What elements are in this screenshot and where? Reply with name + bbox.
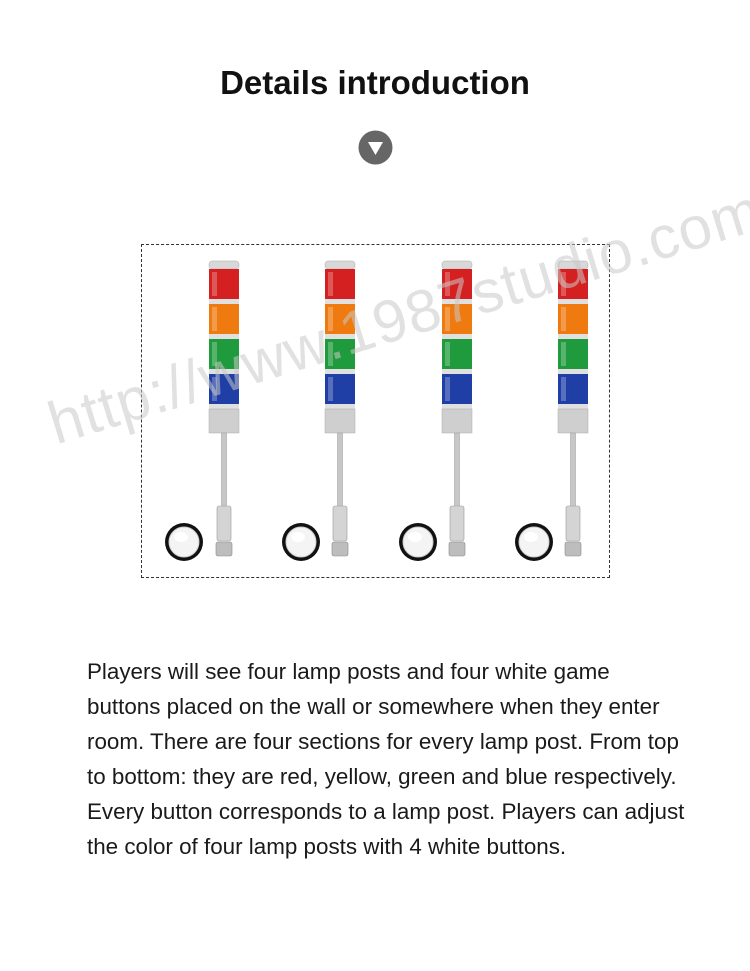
lamp-section-green bbox=[209, 339, 239, 369]
lamp-section-green bbox=[442, 339, 472, 369]
lamp-section-green bbox=[325, 339, 355, 369]
lamp-section-green bbox=[558, 339, 588, 369]
page-title: Details introduction bbox=[220, 64, 530, 101]
lamp-posts-illustration bbox=[165, 260, 589, 561]
lamp-post bbox=[324, 260, 356, 557]
lamp-section-blue bbox=[558, 374, 588, 404]
game-button bbox=[515, 523, 553, 561]
product-image bbox=[141, 244, 610, 578]
game-button bbox=[282, 523, 320, 561]
description-text: Players will see four lamp posts and fou… bbox=[87, 659, 685, 859]
lamp-section-blue bbox=[442, 374, 472, 404]
lamp-section-yellow bbox=[442, 304, 472, 334]
game-button bbox=[399, 523, 437, 561]
lamp-section-yellow bbox=[325, 304, 355, 334]
lamp-section-red bbox=[442, 269, 472, 299]
lamp-section-red bbox=[209, 269, 239, 299]
lamp-section-yellow bbox=[558, 304, 588, 334]
lamp-section-red bbox=[325, 269, 355, 299]
lamp-section-blue bbox=[209, 374, 239, 404]
lamp-post bbox=[208, 260, 240, 557]
chevron-down-circle-icon bbox=[358, 130, 393, 165]
lamp-post bbox=[441, 260, 473, 557]
lamp-post bbox=[557, 260, 589, 557]
game-button bbox=[165, 523, 203, 561]
lamp-section-yellow bbox=[209, 304, 239, 334]
lamp-section-blue bbox=[325, 374, 355, 404]
lamp-section-red bbox=[558, 269, 588, 299]
